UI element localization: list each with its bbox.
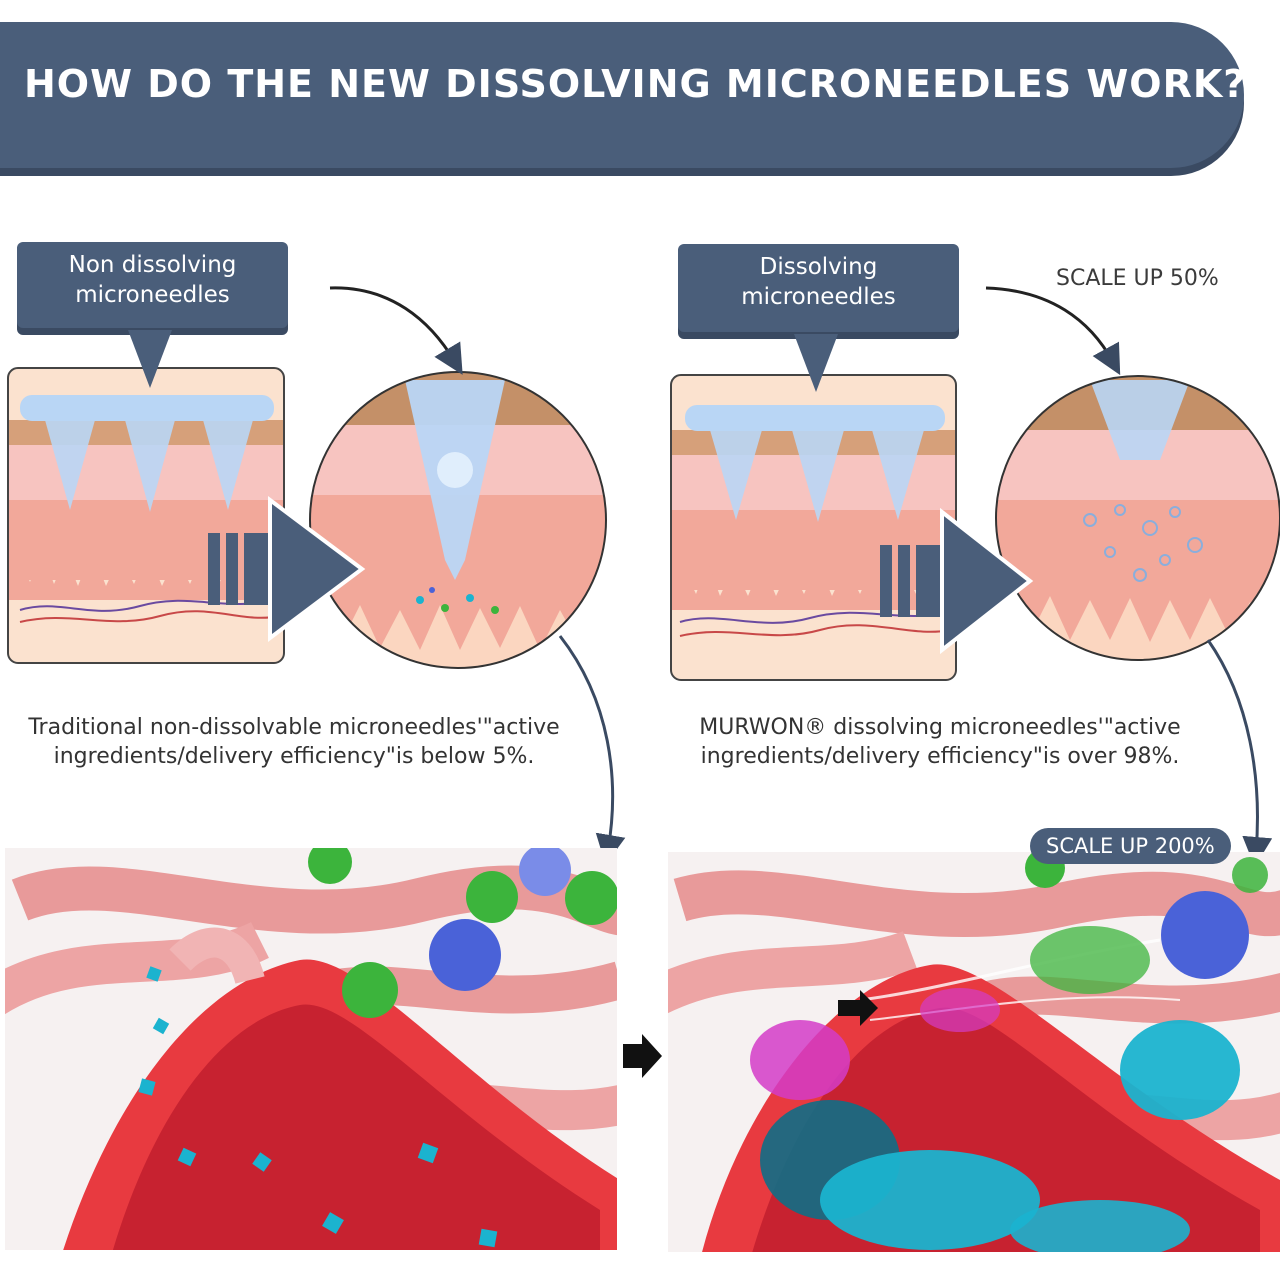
right-blood-vessel-image	[668, 852, 1280, 1252]
cyan-particle-cluster	[820, 1150, 1040, 1250]
left-big-arrow	[208, 496, 366, 642]
left-down-curve-arrow	[558, 635, 626, 865]
left-zoom-curve-arrow	[329, 286, 463, 375]
dissolving-label: Dissolving microneedles	[678, 244, 959, 332]
page-title: HOW DO THE NEW DISSOLVING MICRONEEDLES W…	[24, 62, 1247, 106]
right-zoom-border	[995, 375, 1280, 661]
cyan-particle	[146, 966, 162, 982]
cyan-particle	[322, 1212, 344, 1234]
header-banner	[0, 22, 1244, 168]
non-dissolving-pointer	[128, 330, 172, 388]
magenta-particle-cluster	[750, 1020, 850, 1100]
scale-up-50-label: SCALE UP 50%	[1056, 266, 1219, 291]
non-dissolving-label-line2: microneedles	[75, 282, 230, 308]
right-caption: MURWON® dissolving microneedles'"active …	[660, 713, 1220, 771]
cyan-particle	[138, 1078, 156, 1096]
magenta-particle-cluster	[920, 988, 1000, 1032]
non-dissolving-label-line1: Non dissolving	[68, 252, 237, 278]
cyan-particle	[177, 1147, 197, 1167]
scale-up-200-badge: SCALE UP 200%	[1030, 828, 1231, 864]
left-caption-line1: Traditional non-dissolvable microneedles…	[28, 715, 560, 740]
dissolving-label-line2: microneedles	[741, 284, 896, 310]
green-particle	[466, 871, 518, 923]
green-particle-cluster	[1030, 926, 1150, 994]
non-dissolving-label: Non dissolving microneedles	[17, 242, 288, 328]
blue-particle	[1161, 891, 1249, 979]
left-skin-cross-section	[8, 368, 284, 663]
green-particle	[308, 848, 352, 884]
right-down-curve-arrow	[1206, 639, 1273, 867]
right-zoom-curve-arrow	[985, 286, 1121, 376]
left-caption: Traditional non-dissolvable microneedles…	[14, 713, 574, 771]
cyan-particle	[252, 1152, 272, 1172]
blue-particle	[519, 848, 571, 896]
dissolving-pointer	[794, 334, 838, 392]
cyan-particle	[152, 1017, 170, 1035]
blue-particle	[429, 919, 501, 991]
green-particle	[342, 962, 398, 1018]
cyan-particle	[417, 1142, 439, 1164]
cyan-particle	[478, 1228, 498, 1248]
cyan-particle-cluster	[1010, 1200, 1190, 1252]
dissolving-label-line1: Dissolving	[759, 254, 878, 280]
cyan-particle-cluster	[1120, 1020, 1240, 1120]
right-big-arrow	[880, 507, 1034, 655]
green-particle	[1232, 857, 1268, 893]
right-caption-line2: ingredients/delivery efficiency"is over …	[700, 744, 1180, 769]
left-blood-vessel-image	[5, 848, 617, 1250]
green-particle	[565, 871, 617, 925]
right-skin-cross-section	[671, 375, 956, 680]
left-caption-line2: ingredients/delivery efficiency"is below…	[53, 744, 535, 769]
left-zoom-circle	[310, 372, 606, 668]
right-caption-line1: MURWON® dissolving microneedles'"active	[699, 715, 1181, 740]
compare-arrow	[623, 1034, 662, 1078]
